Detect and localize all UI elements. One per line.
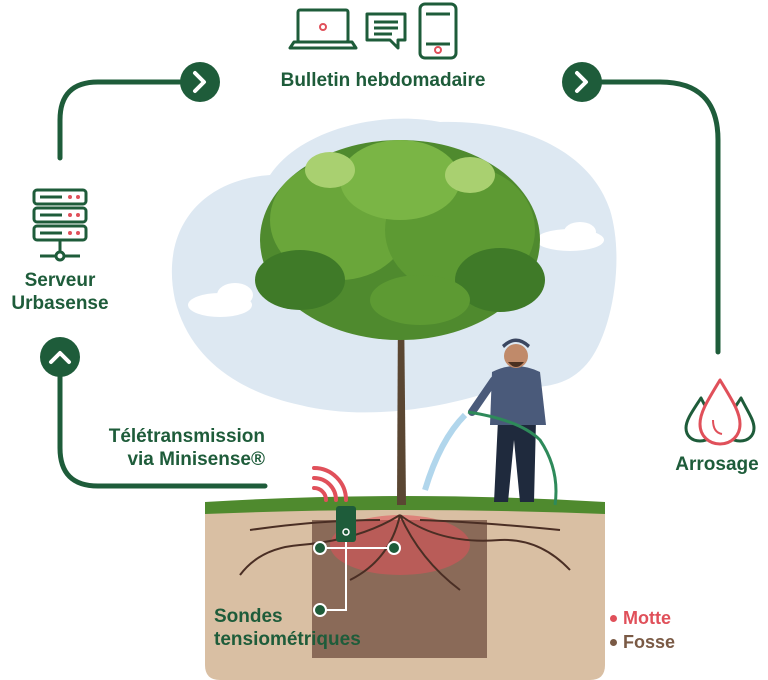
legend-item-fosse: Fosse xyxy=(610,632,675,653)
tree-canopy xyxy=(255,140,545,340)
cycle-connector-lines xyxy=(57,79,721,489)
legend-label-motte: Motte xyxy=(623,608,671,628)
arrosage-label: Arrosage xyxy=(675,454,759,475)
chevron-up-icon xyxy=(40,337,80,377)
serveur-label: Serveur Urbasense xyxy=(0,270,120,316)
chevron-right-icon xyxy=(180,62,220,102)
teletransmission-label-line1: Télétransmission xyxy=(108,426,265,447)
legend-item-motte: Motte xyxy=(610,608,671,629)
teletransmission-label-line2: via Minisense® xyxy=(127,448,265,470)
smartphone-icon xyxy=(418,2,458,60)
chevron-right-icon xyxy=(562,62,602,102)
laptop-icon xyxy=(288,8,358,50)
minisense-device xyxy=(336,506,356,542)
chat-icon xyxy=(365,12,407,50)
serveur-label-line1: Serveur xyxy=(24,270,96,291)
legend-label-fosse: Fosse xyxy=(623,632,676,652)
serveur-label-line2: Urbasense xyxy=(11,292,109,314)
teletransmission-label: Télétransmission via Minisense® xyxy=(60,426,265,472)
probe-sensor xyxy=(313,541,401,617)
sondes-label-line1: Sondes xyxy=(214,606,283,627)
legend-dot-fosse xyxy=(610,639,617,646)
sondes-label: Sondes tensiométriques xyxy=(214,606,361,652)
tree-roots xyxy=(239,514,571,591)
water-stream xyxy=(422,412,468,491)
wireless-signal-icon xyxy=(312,466,348,502)
cloud xyxy=(188,222,604,317)
legend-dot-motte xyxy=(610,615,617,622)
sondes-label-line2: tensiométriques xyxy=(214,628,361,650)
watering-hose xyxy=(467,410,558,506)
gardener xyxy=(468,338,546,502)
tree-trunk xyxy=(397,295,406,505)
bulletin-label: Bulletin hebdomadaire xyxy=(280,70,486,91)
probe-wires xyxy=(320,542,394,611)
water-drops-icon xyxy=(684,378,756,446)
server-icon xyxy=(32,188,88,262)
